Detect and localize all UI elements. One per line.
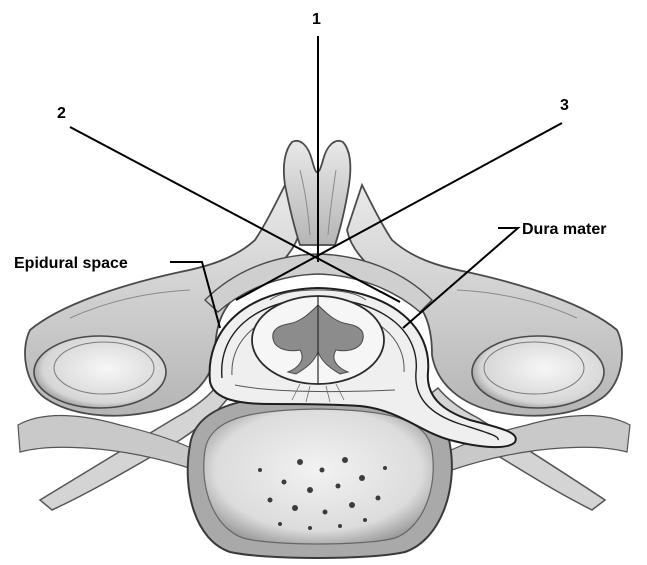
label-number-2: 2 bbox=[57, 105, 66, 122]
label-dura-mater: Dura mater bbox=[522, 221, 606, 238]
label-number-3: 3 bbox=[560, 97, 569, 114]
label-number-1: 1 bbox=[312, 11, 321, 28]
label-epidural-space: Epidural space bbox=[14, 255, 128, 272]
